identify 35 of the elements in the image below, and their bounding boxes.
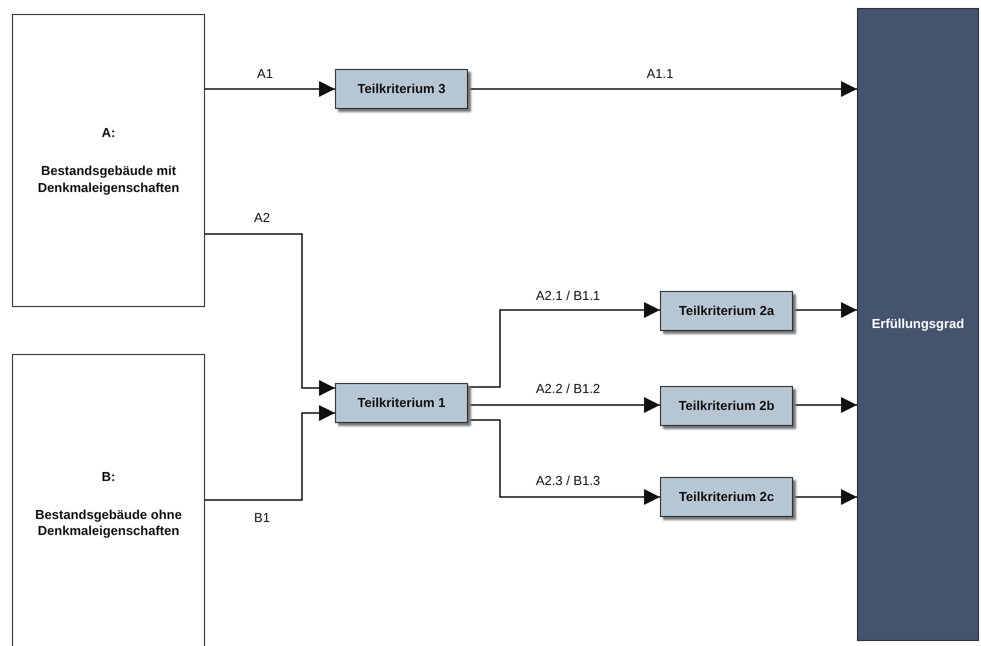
- criterion-box: [660, 291, 793, 331]
- arrow: [205, 405, 335, 501]
- edge-label: A1: [255, 66, 275, 81]
- arrow: [793, 302, 857, 318]
- node-heading: A:: [102, 125, 116, 142]
- result-bar: [857, 8, 979, 641]
- arrow: [468, 419, 660, 505]
- edge-label: A2.1 / B1.1: [534, 288, 602, 303]
- criterion-box: [660, 386, 793, 426]
- building-box: [12, 354, 205, 646]
- arrow: [793, 489, 857, 505]
- node-text: Teilkriterium 3: [358, 80, 446, 98]
- arrow: [468, 81, 857, 97]
- node-text: Bestandsgebäude mit Denkmaleigenschaften: [36, 163, 180, 196]
- node-text: Teilkriterium 1: [358, 394, 446, 412]
- node-heading: B:: [102, 468, 116, 485]
- node-text: Teilkriterium 2c: [678, 488, 774, 506]
- criterion-box: [335, 69, 468, 109]
- criterion-box: [335, 383, 468, 423]
- arrow: [468, 302, 660, 388]
- arrow: [205, 233, 335, 396]
- node-text: Teilkriterium 2b: [678, 398, 774, 414]
- edge-label: B1: [252, 510, 272, 525]
- edge-label: A1.1: [644, 66, 676, 81]
- edge-label: A2.2 / B1.2: [534, 381, 602, 396]
- arrow: [468, 397, 660, 413]
- arrow: [205, 81, 335, 97]
- node-text: Teilkriterium 2a: [678, 302, 774, 320]
- node-text: Erfüllungsgrad: [872, 316, 964, 333]
- criterion-box: [660, 477, 793, 517]
- arrow: [793, 397, 857, 413]
- building-box: [12, 14, 205, 307]
- node-text: Bestandsgebäude ohne Denkmaleigenschaften: [34, 506, 183, 540]
- edge-label: A2: [252, 210, 272, 225]
- edge-label: A2.3 / B1.3: [534, 473, 602, 488]
